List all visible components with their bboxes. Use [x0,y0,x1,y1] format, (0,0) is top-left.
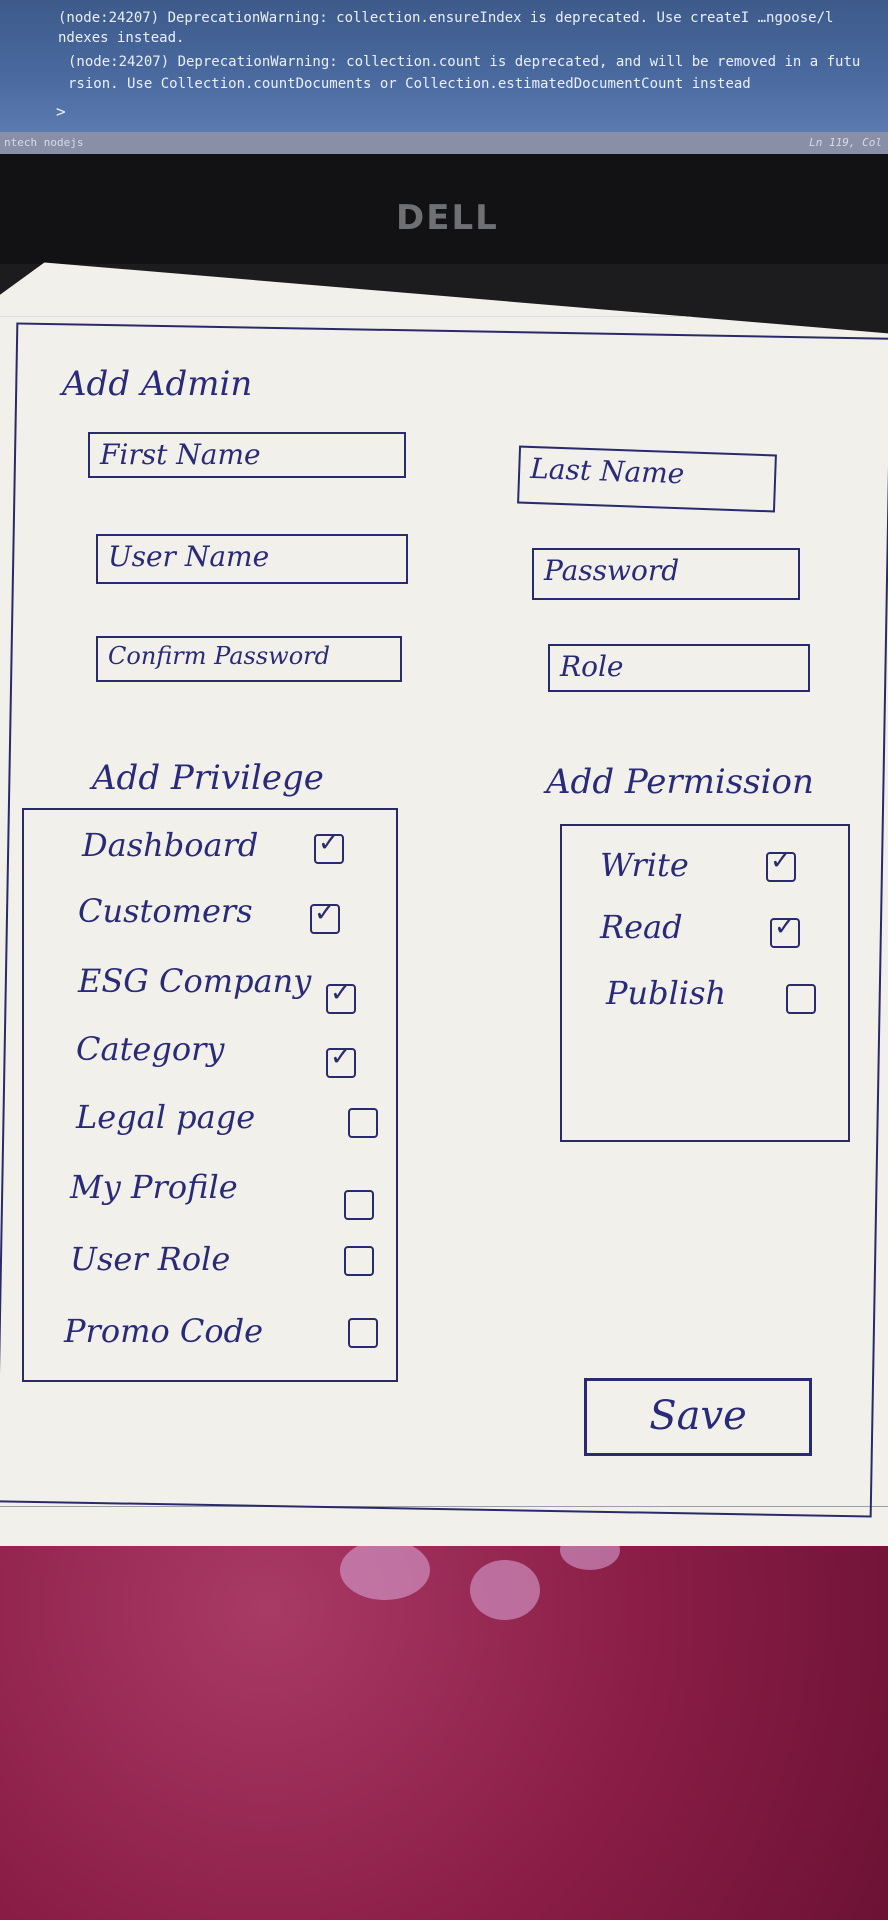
permission-panel [560,824,850,1142]
terminal-prompt[interactable]: > [56,102,66,121]
privilege-heading: Add Privilege [92,758,324,798]
cursor-position: Ln 119, Col [809,136,882,149]
paper-rule [0,1506,888,1507]
terminal-line: rsion. Use Collection.countDocuments or … [68,76,751,92]
check-icon: ✓ [318,828,340,858]
check-icon: ✓ [774,912,796,942]
user-name-field[interactable]: User Name [96,534,408,584]
first-name-field[interactable]: First Name [88,432,406,478]
check-icon: ✓ [770,846,792,876]
status-left: ntech nodejs [4,136,84,149]
privilege-checkbox-customers[interactable]: ✓ [310,900,340,934]
save-button[interactable]: Save [584,1378,812,1456]
privilege-checkbox-dashboard[interactable]: ✓ [314,830,344,864]
check-icon: ✓ [314,898,336,928]
laptop-bezel: DELL [0,154,888,264]
privilege-panel [22,808,398,1382]
fabric-background [0,1530,888,1920]
privilege-label-dashboard: Dashboard [82,826,259,864]
check-icon: ✓ [330,1042,352,1072]
editor-status-bar: ntech nodejs Ln 119, Col [0,132,888,154]
laptop-brand-logo: DELL [396,198,499,238]
flower-pattern [340,1540,430,1600]
permission-heading: Add Permission [546,762,814,802]
privilege-label-user-role: User Role [70,1240,231,1278]
privilege-label-category: Category [76,1030,225,1068]
privilege-label-esg-company: ESG Company [78,962,312,1000]
permission-checkbox-read[interactable]: ✓ [770,914,800,948]
privilege-label-customers: Customers [78,892,253,930]
permission-label-read: Read [600,908,683,946]
flower-pattern [470,1560,540,1620]
terminal-line: ndexes instead. [58,30,185,46]
role-field[interactable]: Role [548,644,810,692]
permission-checkbox-write[interactable]: ✓ [766,848,796,882]
privilege-checkbox-legal-page[interactable] [348,1108,378,1138]
confirm-password-field[interactable]: Confirm Password [96,636,402,682]
terminal-line: (node:24207) DeprecationWarning: collect… [68,54,861,70]
privilege-label-legal-page: Legal page [76,1098,256,1136]
permission-checkbox-publish[interactable] [786,984,816,1014]
permission-label-publish: Publish [606,974,727,1012]
privilege-label-promo-code: Promo Code [64,1312,264,1350]
password-field[interactable]: Password [532,548,800,600]
privilege-checkbox-promo-code[interactable] [348,1318,378,1348]
check-icon: ✓ [330,978,352,1008]
permission-label-write: Write [600,846,689,884]
terminal-line: (node:24207) DeprecationWarning: collect… [58,10,834,26]
privilege-checkbox-user-role[interactable] [344,1246,374,1276]
privilege-checkbox-my-profile[interactable] [344,1190,374,1220]
privilege-checkbox-esg-company[interactable]: ✓ [326,980,356,1014]
terminal-output: (node:24207) DeprecationWarning: collect… [0,0,888,132]
paper-rule [0,316,888,317]
page-title: Add Admin [62,364,253,404]
last-name-field[interactable]: Last Name [517,445,777,513]
privilege-checkbox-category[interactable]: ✓ [326,1044,356,1078]
privilege-label-my-profile: My Profile [70,1168,238,1206]
